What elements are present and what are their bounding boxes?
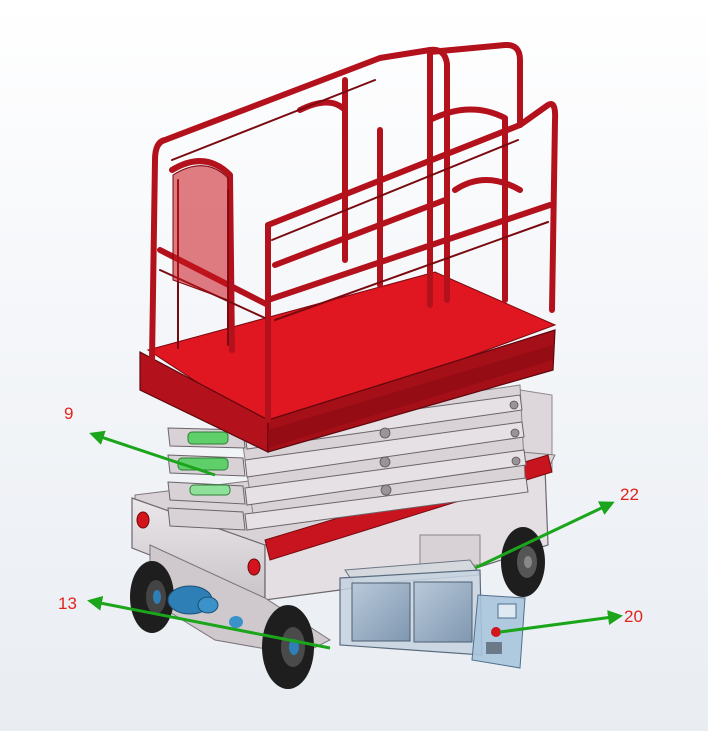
callout-label-22: 22	[620, 485, 639, 504]
entry-gate-panel	[172, 165, 229, 301]
callout-arrow-22	[474, 501, 615, 570]
callout-arrow-13	[87, 595, 331, 650]
callout-label-13: 13	[58, 594, 77, 613]
callout-arrows	[87, 430, 623, 650]
front-right-wheel	[262, 605, 314, 689]
battery-box	[339, 559, 526, 669]
callout-arrow-20	[499, 610, 623, 634]
platform	[139, 271, 557, 453]
guardrails	[149, 41, 559, 423]
callout-label-20: 20	[624, 607, 643, 626]
rear-right-wheel	[501, 527, 545, 597]
wheels	[130, 527, 545, 689]
callout-arrow-9	[89, 430, 216, 477]
callout-label-9: 9	[64, 404, 74, 423]
front-left-wheel	[130, 561, 174, 633]
